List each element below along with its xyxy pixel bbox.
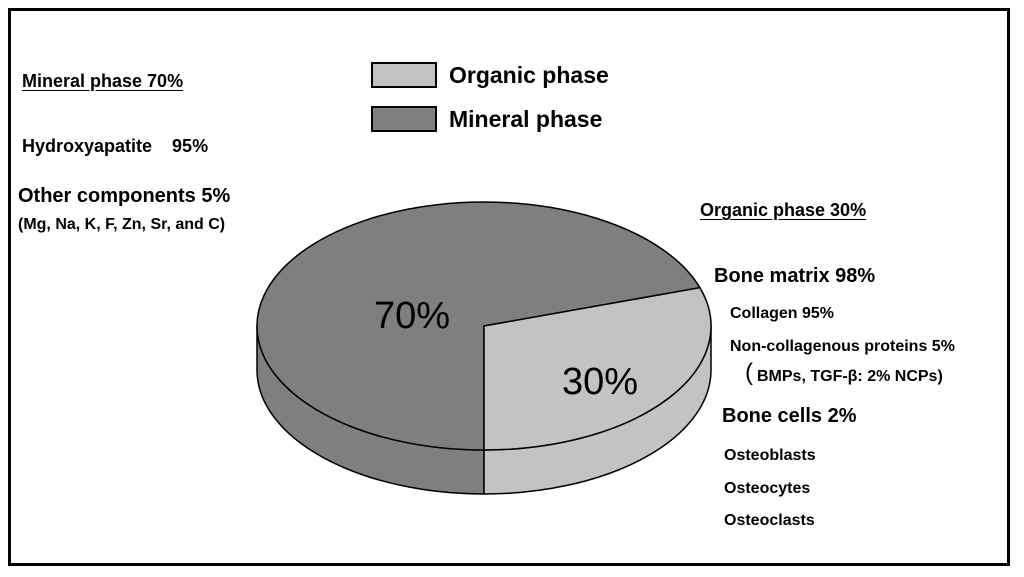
legend-label-organic: Organic phase (449, 62, 609, 88)
bone-matrix-label: Bone matrix 98% (714, 265, 876, 287)
hydroxyapatite-label: Hydroxyapatite 95% (22, 136, 209, 156)
figure-frame (8, 8, 1010, 566)
ncp-detail: BMPs, TGF-β: 2% NCPs) (757, 368, 943, 385)
collagen-label: Collagen 95% (730, 305, 835, 322)
data-label-organic: 30% (562, 361, 638, 403)
legend-label-mineral: Mineral phase (449, 106, 603, 132)
bone-cells-label: Bone cells 2% (722, 405, 857, 427)
cell-osteocytes: Osteocytes (724, 480, 811, 497)
other-components-label: Other components 5% (18, 185, 231, 207)
other-components-detail: (Mg, Na, K, F, Zn, Sr, and C) (18, 216, 226, 233)
data-label-mineral: 70% (374, 295, 450, 337)
ncp-label: Non-collagenous proteins 5% (730, 338, 955, 355)
organic-heading: Organic phase 30% (700, 200, 867, 220)
mineral-heading: Mineral phase 70% (22, 71, 184, 91)
cell-osteoclasts: Osteoclasts (724, 512, 815, 529)
pie-slice-mineral (256, 201, 701, 451)
ncp-detail-open-paren: ( (745, 359, 753, 386)
legend-swatch-organic (371, 62, 437, 88)
cell-osteoblasts: Osteoblasts (724, 447, 816, 464)
legend-swatch-mineral (371, 106, 437, 132)
pie-slice-organic (483, 286, 712, 451)
